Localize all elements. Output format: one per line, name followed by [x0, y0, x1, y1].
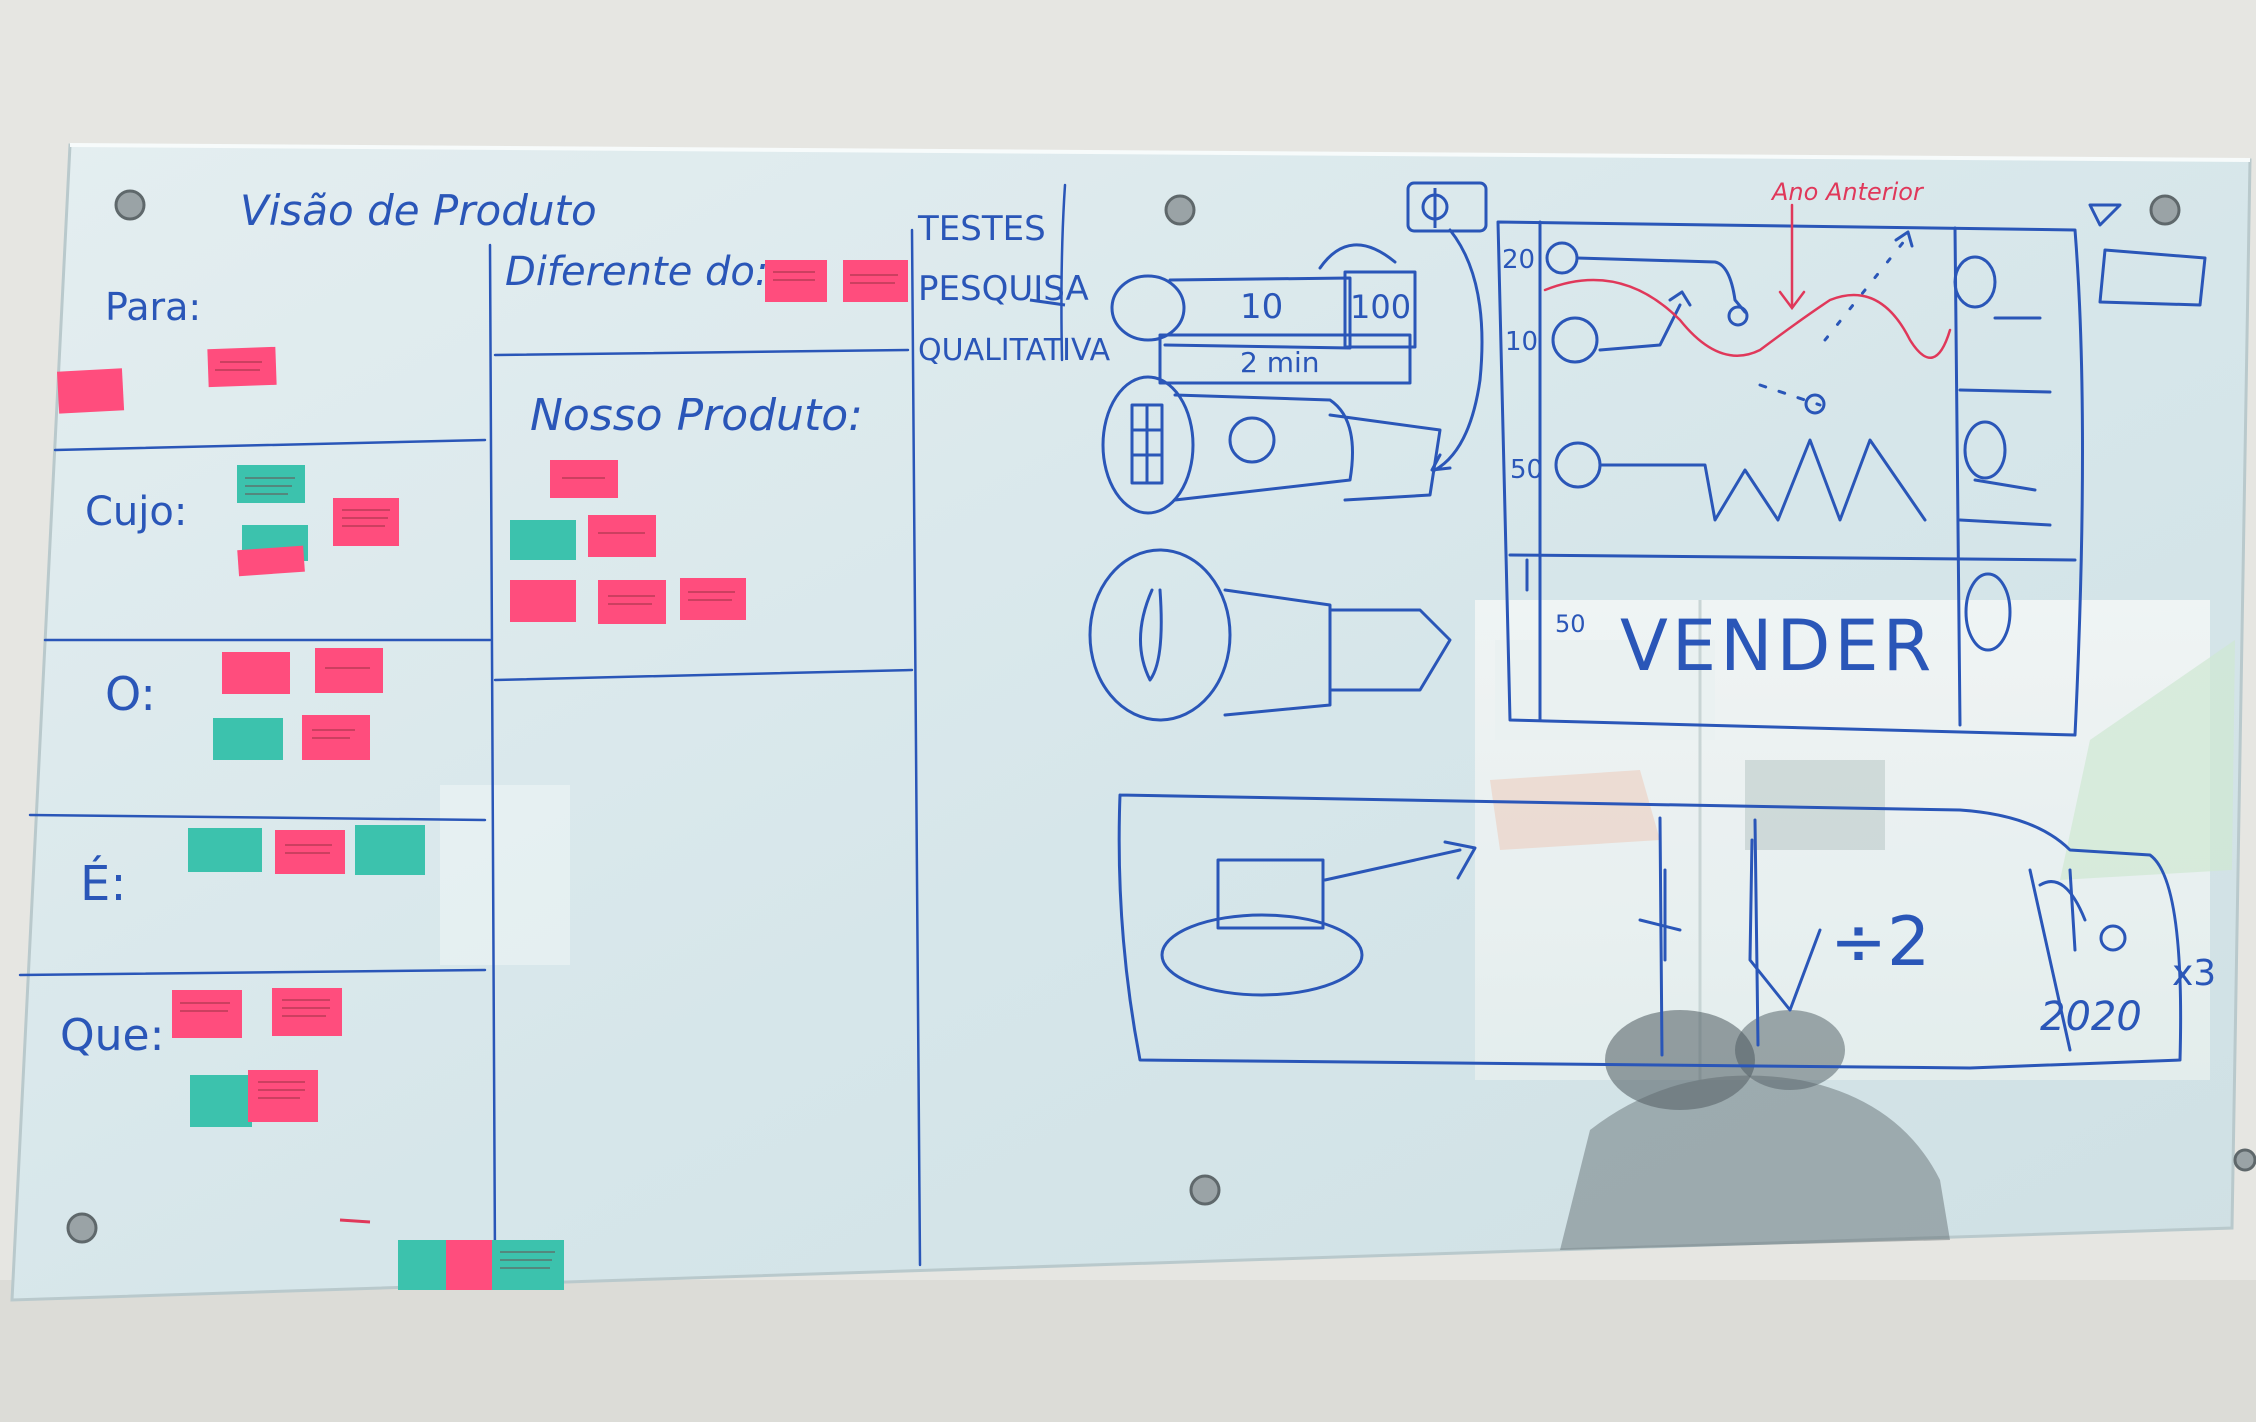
sticky-note	[56, 368, 125, 414]
people-reflection	[1560, 1010, 1950, 1250]
sketch-labels: 10 100 2 min 20 10 50 50 Ano Anterior VE…	[1240, 178, 2216, 1040]
row-label-cujo: Cujo:	[85, 489, 187, 535]
timer-max-label: 100	[1350, 288, 1411, 326]
multiplier-label: x3	[2172, 953, 2216, 994]
sticky-note	[172, 990, 242, 1038]
sticky-note	[207, 346, 277, 388]
sticky-note	[237, 545, 305, 577]
timer-unit-label: 2 min	[1240, 346, 1320, 379]
sticky-notes	[56, 260, 908, 1290]
canvas-grid-lines	[18, 183, 1067, 1267]
sticky-note	[598, 580, 666, 624]
vender-label: VENDER	[1620, 605, 1935, 687]
axis-label: 20	[1502, 245, 1535, 275]
sticky-note	[272, 988, 342, 1036]
sticky-note	[333, 498, 399, 546]
row-label-para: Para:	[105, 285, 201, 329]
pesquisa-label: PESQUISA	[918, 269, 1089, 309]
nosso-produto-label: Nosso Produto:	[530, 390, 863, 441]
sticky-note	[550, 460, 618, 498]
axis-label: 10	[1505, 327, 1538, 357]
sticky-note	[398, 1240, 450, 1290]
sticky-note	[315, 648, 383, 693]
board-title: Visão de Produto	[240, 186, 597, 235]
diferente-do-label: Diferente do:	[505, 249, 768, 295]
previous-year-curve	[1543, 203, 1952, 359]
sticky-note	[190, 1075, 252, 1127]
qualitativa-label: QUALITATIVA	[918, 333, 1111, 368]
sticky-note	[188, 828, 262, 872]
product-vision-canvas: Visão de Produto Para: Cujo: O: É: Que: …	[60, 186, 1111, 1224]
division-label: ÷2	[1830, 903, 1930, 982]
sticky-note	[680, 578, 746, 620]
sticky-note	[588, 515, 656, 557]
sticky-note	[213, 718, 283, 760]
axis-label: 50	[1510, 455, 1543, 485]
previous-year-label: Ano Anterior	[1770, 178, 1925, 206]
sticky-note	[446, 1240, 496, 1290]
sticky-note	[222, 652, 290, 694]
row-label-o: O:	[105, 667, 156, 721]
row-label-que: Que:	[60, 1010, 164, 1061]
sticky-note	[248, 1070, 318, 1122]
sticky-note	[510, 580, 576, 622]
axis-label: 50	[1555, 610, 1586, 638]
mounting-bolts	[66, 189, 2256, 1244]
sticky-note	[843, 260, 908, 302]
timer-value-label: 10	[1240, 287, 1283, 327]
sticky-note	[275, 830, 345, 874]
sticky-note	[510, 520, 576, 560]
sticky-note	[765, 260, 827, 302]
sticky-note	[237, 465, 305, 503]
cash-icon	[1421, 188, 1449, 228]
sticky-note	[355, 825, 425, 875]
product-sketches	[1088, 181, 2207, 1070]
sticky-note	[492, 1240, 564, 1290]
row-label-e: É:	[80, 855, 127, 912]
year-label: 2020	[2040, 994, 2142, 1040]
testes-label: TESTES	[917, 209, 1046, 249]
